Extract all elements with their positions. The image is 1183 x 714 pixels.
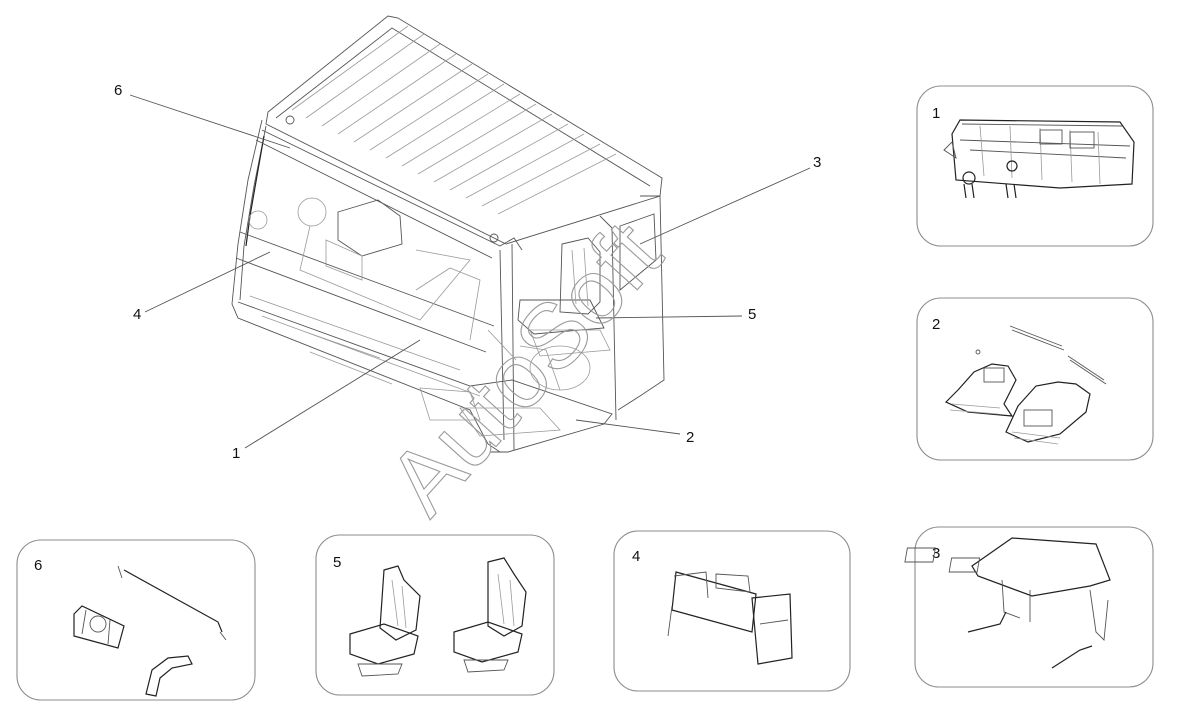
detail-panel-4: 4 [613,530,851,692]
trim-parts-drawing [73,565,227,697]
seats-drawing [349,557,527,677]
panel-number: 3 [932,545,940,562]
detail-panel-6: 6 [16,539,256,701]
panel-number: 2 [932,316,940,333]
callout-6: 6 [114,82,122,99]
panel-number: 6 [34,557,42,574]
leader-lines [129,94,811,449]
windshield-drawing [667,571,793,665]
watermark: AutoSoft [369,203,681,534]
detail-panel-5: 5 [315,534,555,696]
detail-panel-1: 1 [916,85,1154,247]
dashboard-drawing [943,119,1135,199]
floor-mat-drawing [944,325,1107,445]
panel-number: 4 [632,548,640,565]
callout-1: 1 [232,445,240,462]
callout-3: 3 [813,154,821,171]
detail-panel-3: 3 [904,526,1154,688]
cab-assembly-drawing [231,15,665,453]
detail-panel-2: 2 [916,297,1154,461]
panel-number: 5 [333,554,341,571]
panel-number: 1 [932,105,940,122]
callout-4: 4 [133,306,141,323]
callout-5: 5 [748,306,756,323]
roof-frame-drawing [904,537,1111,669]
callout-2: 2 [686,429,694,446]
